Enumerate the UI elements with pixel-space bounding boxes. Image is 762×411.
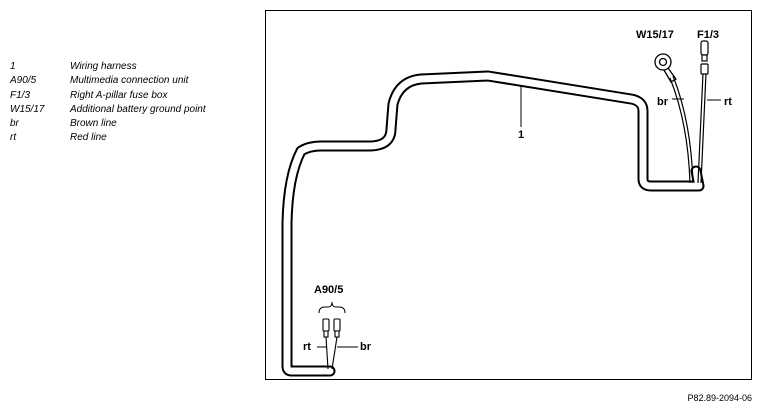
brace	[318, 301, 346, 314]
a90-5-connector	[322, 318, 341, 338]
harness-drawing	[281, 40, 721, 377]
legend-code: 1	[10, 61, 16, 72]
label-br-bottom: br	[360, 341, 371, 353]
legend-row: 1 Wiring harness	[10, 60, 206, 74]
legend-row: F1/3 Right A-pillar fuse box	[10, 89, 206, 103]
legend-code: A90/5	[10, 75, 37, 87]
legend-text: Additional battery ground point	[70, 103, 206, 115]
legend-row: rt Red line	[10, 131, 206, 145]
label-w15-17: W15/17	[636, 29, 674, 41]
legend-code: br	[10, 118, 19, 130]
legend-code: rt	[10, 132, 17, 144]
legend-code: F1/3	[10, 89, 31, 101]
legend-row: A90/5 Multimedia connection unit	[10, 74, 206, 88]
legend-text: Red line	[70, 132, 107, 144]
label-br-top: br	[657, 96, 668, 108]
label-harness: 1	[518, 129, 525, 141]
brown-wire-top	[672, 75, 694, 184]
legend-text: Brown line	[70, 118, 117, 130]
red-wire-top	[700, 72, 707, 184]
branch-wires	[669, 72, 707, 184]
legend-text: Right A-pillar fuse box	[70, 89, 168, 101]
legend-text: Multimedia connection unit	[70, 75, 189, 87]
legend-text: Wiring harness	[70, 61, 137, 72]
ring-terminal	[654, 53, 677, 83]
label-f1-3: F1/3	[697, 29, 720, 41]
legend-row: W15/17 Additional battery ground point	[10, 103, 206, 117]
wiring-diagram: W15/17 F1/3 br rt 1 A90/5 rt br	[265, 10, 752, 380]
fuse-connector	[700, 40, 709, 75]
legend-row: br Brown line	[10, 117, 206, 131]
figure-code: P82.89-2094-06	[687, 393, 752, 403]
label-rt-bottom: rt	[303, 341, 311, 353]
legend: 1 Wiring harness A90/5 Multimedia connec…	[10, 60, 206, 146]
wiring-harness	[281, 70, 705, 377]
legend-code: W15/17	[10, 103, 45, 115]
label-a90-5: A90/5	[314, 284, 344, 296]
label-rt-top: rt	[724, 96, 732, 108]
leader-lines	[317, 85, 721, 348]
